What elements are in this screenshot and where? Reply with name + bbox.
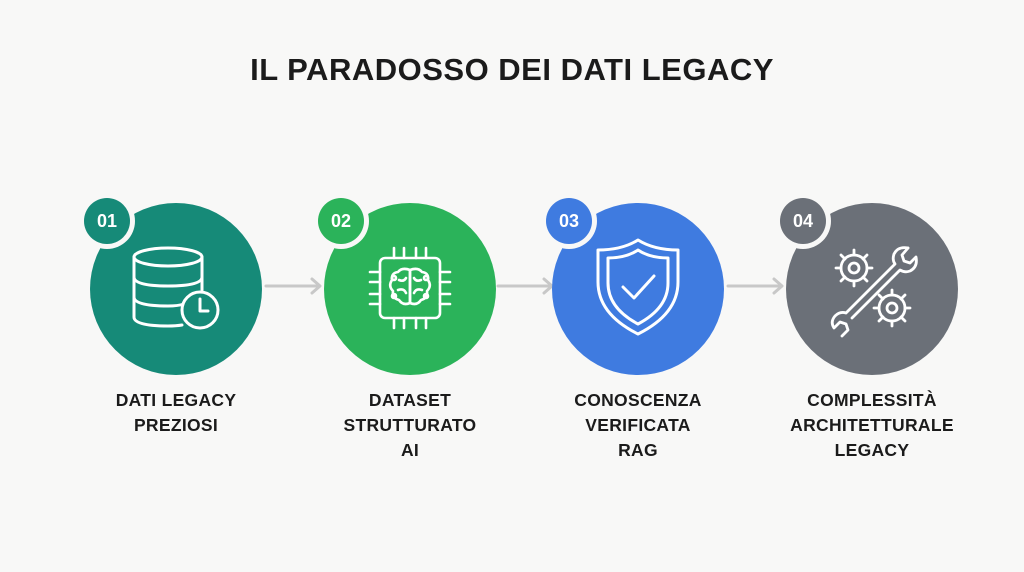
step-2-label: DATASET STRUTTURATO AI (343, 390, 477, 460)
shield-check-icon (596, 238, 680, 336)
arrow-1-2 (264, 277, 322, 295)
gears-wrench-icon (830, 246, 918, 338)
step-4-label: COMPLESSITÀ ARCHITETTURALE LEGACY (790, 390, 954, 460)
step-2-number: 02 (318, 198, 364, 244)
step-3-label: CONOSCENZA VERIFICATA RAG (574, 390, 702, 460)
database-clock-icon (132, 246, 220, 330)
step-3-number: 03 (546, 198, 592, 244)
step-4-number: 04 (780, 198, 826, 244)
step-1-number: 01 (84, 198, 130, 244)
step-3-badge: 03 (541, 193, 597, 249)
arrow-3-4 (726, 277, 784, 295)
arrow-2-3 (496, 277, 554, 295)
step-1-label: DATI LEGACY PREZIOSI (115, 390, 237, 435)
step-2-badge: 02 (313, 193, 369, 249)
page-title: IL PARADOSSO DEI DATI LEGACY (250, 52, 774, 87)
chip-brain-icon (368, 246, 452, 330)
step-4-badge: 04 (775, 193, 831, 249)
step-1-badge: 01 (79, 193, 135, 249)
